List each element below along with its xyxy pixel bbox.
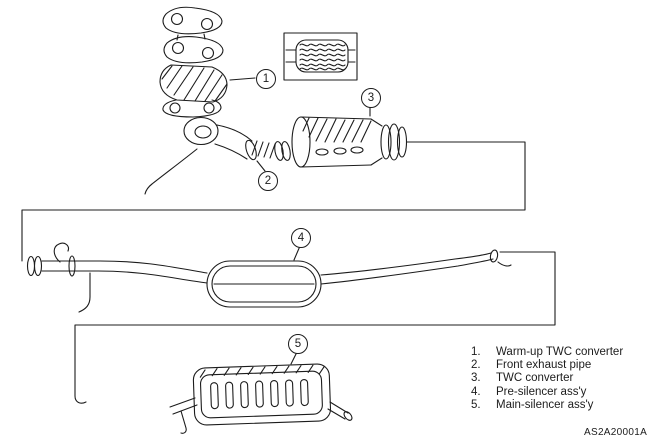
legend-item-number: 1. bbox=[471, 346, 481, 358]
callout-front-exhaust-pipe: 2 bbox=[258, 171, 278, 191]
drawing-number: AS2A20001A bbox=[584, 427, 648, 438]
front-exhaust-pipe-art bbox=[144, 116, 291, 195]
legend-item-label: Pre-silencer ass'y bbox=[496, 385, 587, 398]
flex-pipe-inset-art bbox=[283, 32, 358, 81]
legend-item-label: TWC converter bbox=[496, 372, 574, 385]
callout-twc-converter: 3 bbox=[361, 88, 381, 108]
legend-item-number: 5. bbox=[471, 398, 481, 411]
main-silencer-art bbox=[192, 363, 332, 426]
legend-item-label: Main-silencer ass'y bbox=[496, 398, 594, 411]
legend-item-number: 4. bbox=[471, 385, 481, 398]
callout-main-silencer: 5 bbox=[288, 334, 308, 354]
callout-pre-silencer: 4 bbox=[291, 228, 311, 248]
callout-leader-lines bbox=[229, 77, 371, 365]
legend-item-label: Warm-up TWC converter bbox=[496, 346, 624, 358]
pre-silencer-art bbox=[26, 242, 512, 313]
legend-item: 1. Warm-up TWC converter bbox=[471, 346, 623, 359]
twc-converter-art bbox=[291, 116, 408, 168]
connector-lines bbox=[21, 141, 556, 404]
callout-warmup-twc-converter: 1 bbox=[256, 69, 276, 89]
legend-item-number: 2. bbox=[471, 359, 481, 372]
legend-item-label: Front exhaust pipe bbox=[496, 359, 592, 372]
warmup-twc-converter-art bbox=[159, 6, 228, 118]
legend-item: 4. Pre-silencer ass'y bbox=[471, 386, 623, 399]
parts-legend: 1. Warm-up TWC converter 2. Front exhaus… bbox=[471, 346, 623, 412]
legend-item: 2. Front exhaust pipe bbox=[471, 359, 623, 372]
main-silencer-pipes-art bbox=[169, 397, 353, 434]
legend-item: 5. Main-silencer ass'y bbox=[471, 399, 623, 412]
legend-item: 3. TWC converter bbox=[471, 372, 623, 385]
legend-item-number: 3. bbox=[471, 372, 481, 385]
